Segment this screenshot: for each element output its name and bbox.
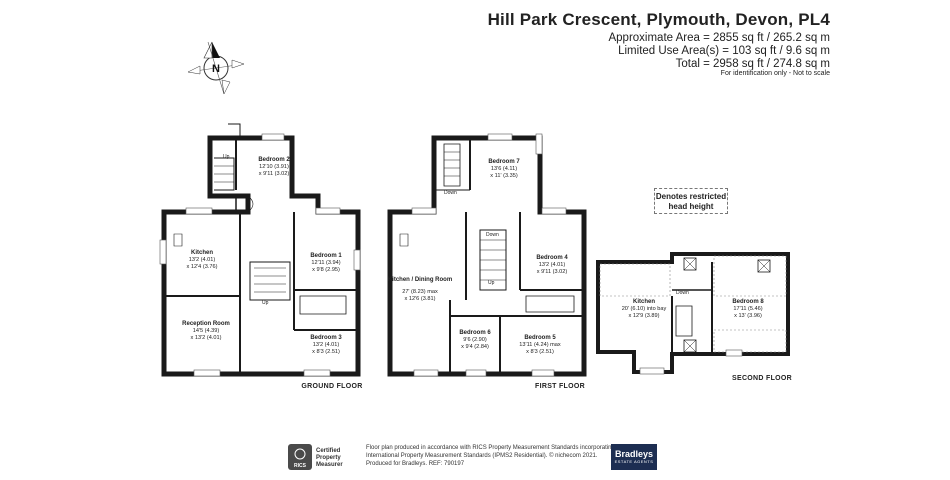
footer-line1: Floor plan produced in accordance with R…	[366, 445, 615, 451]
scale-note: For identification only - Not to scale	[720, 70, 830, 77]
ff-bedroom6-name: Bedroom 6	[459, 330, 491, 336]
sf-bedroom8-dim1: 17'11 (5.46)	[733, 306, 762, 312]
gf-bedroom1-dim1: 12'11 (3.94)	[311, 260, 340, 266]
ff-kitchen-dining-dim2: x 12'6 (3.81)	[405, 296, 436, 302]
gf-bedroom3-dim1: 13'2 (4.01)	[313, 342, 340, 348]
gf-reception-dim2: x 13'2 (4.01)	[191, 335, 222, 341]
bradleys-logo: Bradleys ESTATE AGENTS	[611, 444, 657, 470]
ff-bedroom5-dim1: 13'11 (4.24) max	[519, 342, 561, 348]
ff-bedroom7-dim2: x 11' (3.35)	[490, 173, 518, 179]
ground-floor-label: GROUND FLOOR	[301, 383, 362, 390]
property-title: Hill Park Crescent, Plymouth, Devon, PL4	[487, 10, 830, 29]
gf-bedroom1-dim2: x 9'8 (2.95)	[312, 267, 340, 273]
sf-kitchen-name: Kitchen	[633, 299, 655, 305]
second-floor-label: SECOND FLOOR	[732, 375, 792, 382]
ground-floor-plan	[159, 123, 361, 377]
gf-bedroom1-name: Bedroom 1	[310, 253, 342, 259]
badge-line3: Measurer	[316, 462, 343, 468]
gf-kitchen-dim2: x 12'4 (3.76)	[187, 264, 218, 270]
ff-stair-label-1: Down	[444, 190, 457, 196]
gf-bedroom2-name: Bedroom 2	[258, 157, 290, 163]
rics-badge: RICS Certified Property Measurer	[288, 444, 350, 470]
ff-bedroom4-dim2: x 9'11 (3.02)	[537, 269, 568, 275]
rics-logo-icon: RICS Certified Property Measurer	[288, 444, 343, 470]
ff-stair-label-2: Down	[486, 232, 499, 238]
gf-bedroom3-name: Bedroom 3	[310, 335, 342, 341]
footer-line2: International Property Measurement Stand…	[366, 453, 598, 459]
sf-bedroom8-name: Bedroom 8	[732, 299, 764, 305]
gf-bedroom2-dim2: x 9'11 (3.02)	[259, 171, 290, 177]
gf-stair-label-2: Up	[262, 300, 269, 306]
ff-bedroom5-dim2: x 8'3 (2.51)	[526, 349, 554, 355]
total-area: Total = 2958 sq ft / 274.8 sq m	[675, 58, 830, 70]
sf-kitchen-dim2: x 12'9 (3.89)	[629, 313, 660, 319]
badge-line1: Certified	[316, 448, 341, 454]
gf-bedroom2-dim1: 12'10 (3.91)	[259, 164, 289, 170]
footer-line3: Produced for Bradleys. REF: 790197	[366, 461, 465, 467]
ff-bedroom6-dim2: x 9'4 (2.84)	[461, 344, 489, 350]
sf-stair-label: Down	[676, 290, 689, 296]
approx-area: Approximate Area = 2855 sq ft / 265.2 sq…	[608, 32, 830, 44]
ff-bedroom7-name: Bedroom 7	[488, 159, 520, 165]
ff-bedroom7-dim1: 13'6 (4.11)	[491, 166, 517, 172]
gf-reception-dim1: 14'5 (4.39)	[193, 328, 220, 334]
brand-name: Bradleys	[614, 449, 654, 459]
gf-kitchen-name: Kitchen	[191, 250, 213, 256]
ff-kitchen-dining-dim1: 27' (8.23) max	[402, 289, 438, 295]
badge-line2: Property	[316, 455, 341, 461]
brand-sub: ESTATE AGENTS	[614, 459, 654, 464]
footer-text: Floor plan produced in accordance with R…	[366, 444, 616, 468]
gf-stair-label-1: Up	[223, 154, 230, 160]
sf-kitchen-dim1: 20' (6.10) into bay	[622, 306, 667, 312]
first-floor-label: FIRST FLOOR	[535, 383, 585, 390]
compass-label: N	[212, 63, 220, 75]
ff-bedroom5-name: Bedroom 5	[524, 335, 556, 341]
ff-bedroom4-dim1: 13'2 (4.01)	[539, 262, 566, 268]
first-floor-plan	[387, 133, 587, 377]
ff-kitchen-dining-name: Kitchen / Dining Room	[388, 277, 452, 283]
ff-bedroom4-name: Bedroom 4	[536, 255, 568, 261]
compass-icon: N	[187, 41, 245, 95]
limited-area: Limited Use Area(s) = 103 sq ft / 9.6 sq…	[618, 45, 830, 57]
ff-bedroom6-dim1: 9'6 (2.90)	[463, 337, 487, 343]
rics-logo-text: RICS	[294, 463, 307, 469]
gf-bedroom3-dim2: x 8'3 (2.51)	[312, 349, 340, 355]
sf-bedroom8-dim2: x 13' (3.96)	[734, 313, 762, 319]
ff-stair-label-3: Up	[488, 280, 495, 286]
second-floor-plan	[596, 252, 790, 375]
restricted-height-legend: Denotes restricted head height	[654, 188, 728, 214]
gf-kitchen-dim1: 13'2 (4.01)	[189, 257, 216, 263]
gf-reception-name: Reception Room	[182, 321, 230, 327]
